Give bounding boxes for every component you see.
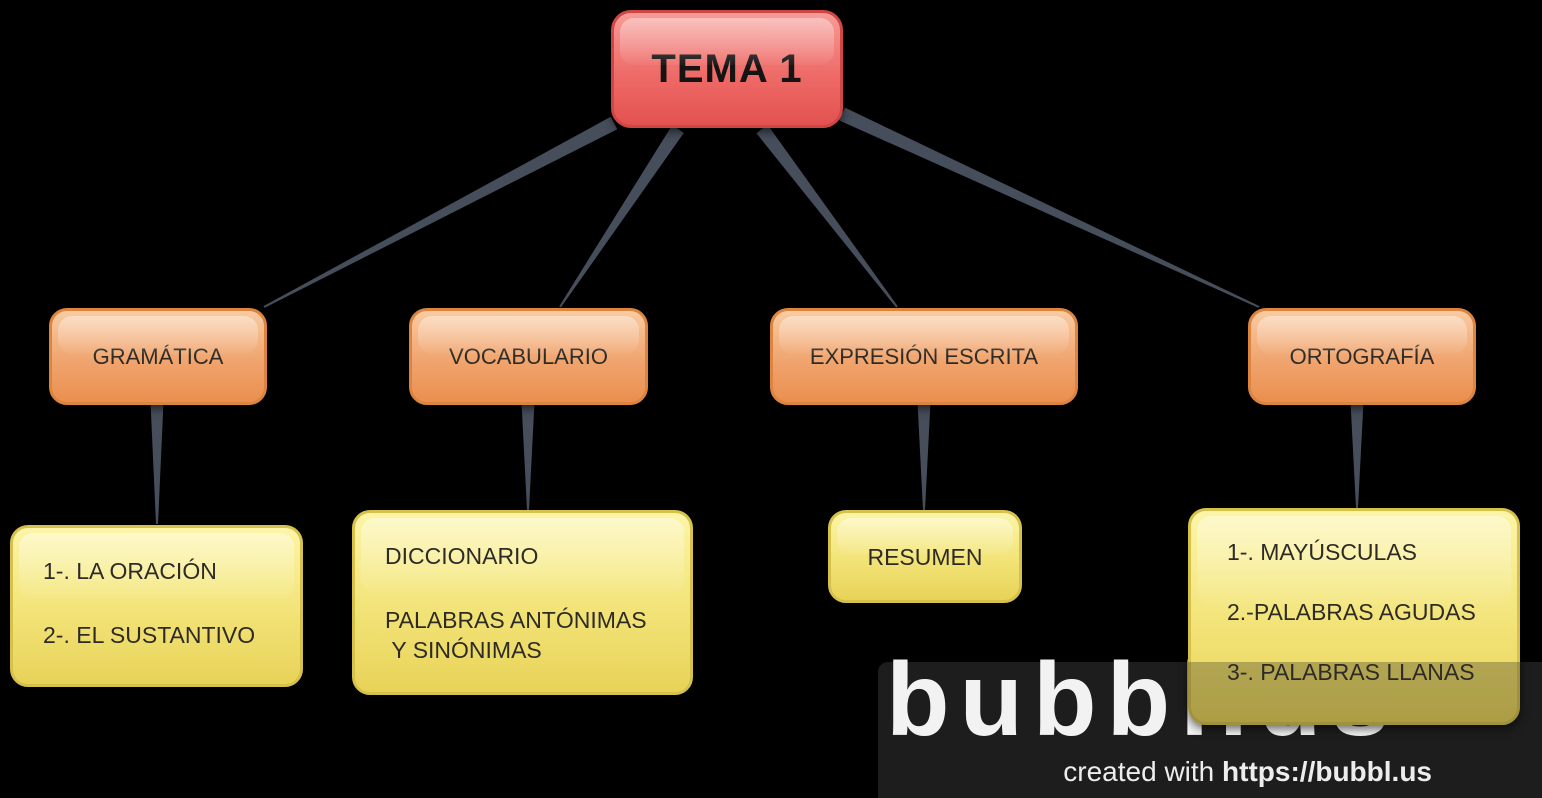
node-label: TEMA 1 — [651, 46, 803, 91]
node-label: ORTOGRAFÍA — [1289, 343, 1435, 369]
topic-item: 1-. MAYÚSCULAS — [1227, 539, 1418, 565]
node-gramatica-topics[interactable]: 1-. LA ORACIÓN 2-. EL SUSTANTIVO — [10, 525, 303, 687]
topic-item: RESUMEN — [867, 543, 983, 570]
bubbl-us-link[interactable]: https://bubbl.us — [1222, 756, 1432, 787]
connector-line — [1350, 402, 1364, 508]
node-expresion-escrita[interactable]: EXPRESIÓN ESCRITA — [770, 308, 1078, 405]
node-vocabulario[interactable]: VOCABULARIO — [409, 308, 648, 405]
topic-item: 2.-PALABRAS AGUDAS — [1227, 599, 1476, 625]
node-ortografia-topics[interactable]: 1-. MAYÚSCULAS 2.-PALABRAS AGUDAS 3-. PA… — [1188, 508, 1520, 725]
connector-line — [559, 125, 684, 308]
connector-line — [839, 107, 1260, 308]
topic-item: DICCIONARIO — [385, 543, 539, 569]
connector-line — [263, 116, 618, 308]
node-label: VOCABULARIO — [449, 343, 608, 369]
connector-line — [756, 124, 898, 308]
node-ortografia[interactable]: ORTOGRAFÍA — [1248, 308, 1476, 405]
caption-prefix: created with — [1063, 756, 1223, 787]
node-label: EXPRESIÓN ESCRITA — [809, 343, 1039, 369]
topic-item: 2-. EL SUSTANTIVO — [43, 622, 256, 648]
topic-item: 1-. LA ORACIÓN — [43, 558, 217, 584]
topic-item: PALABRAS ANTÓNIMAS Y SINÓNIMAS — [385, 607, 647, 663]
watermark-caption: created with https://bubbl.us — [1063, 756, 1432, 788]
connector-line — [917, 402, 931, 510]
node-vocabulario-topics[interactable]: DICCIONARIO PALABRAS ANTÓNIMAS Y SINÓNIM… — [352, 510, 693, 695]
connector-line — [150, 402, 164, 524]
connector-line — [521, 402, 535, 510]
node-label: GRAMÁTICA — [92, 343, 224, 369]
topic-item: 3-. PALABRAS LLANAS — [1227, 659, 1475, 685]
node-resumen[interactable]: RESUMEN — [828, 510, 1022, 603]
node-gramatica[interactable]: GRAMÁTICA — [49, 308, 267, 405]
node-tema1[interactable]: TEMA 1 — [611, 10, 843, 128]
